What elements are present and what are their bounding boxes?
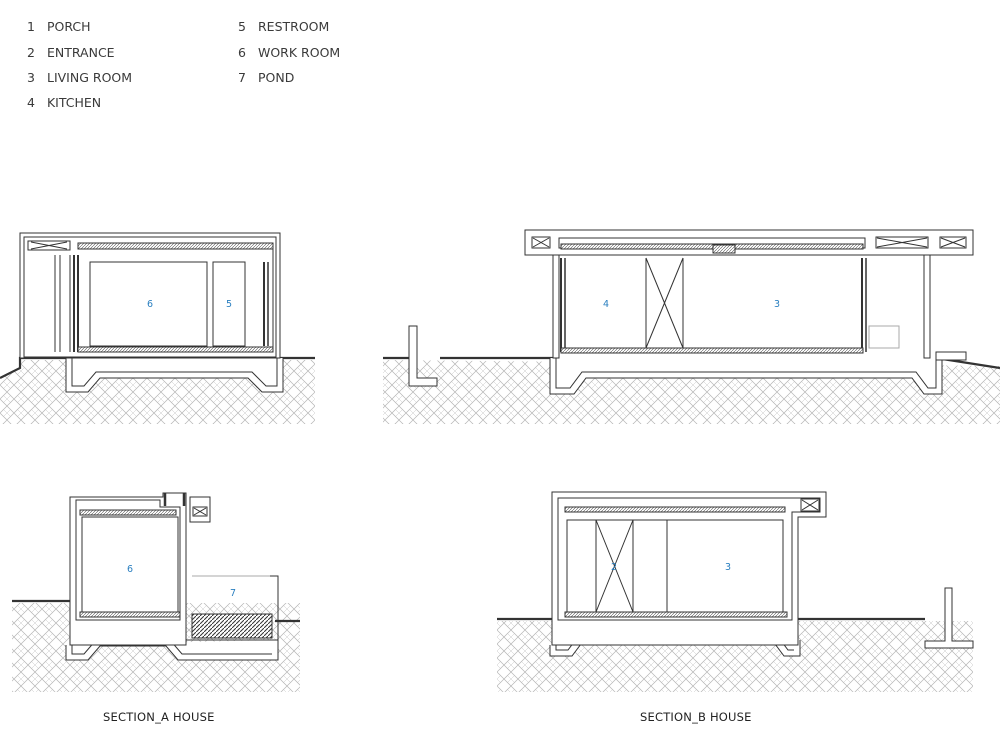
retaining-wall bbox=[408, 325, 438, 387]
pond-water bbox=[191, 613, 273, 639]
legend-label: ENTRANCE bbox=[46, 45, 115, 60]
legend-number: 4 bbox=[27, 95, 35, 110]
section-b-cross bbox=[497, 491, 974, 692]
floor-slab bbox=[79, 611, 181, 618]
floor-slab bbox=[77, 346, 274, 353]
roof-vent-cross bbox=[801, 499, 819, 511]
roof-insulation bbox=[564, 506, 786, 513]
stair-cross bbox=[645, 257, 684, 349]
caption-section-b: SECTION_B HOUSE bbox=[640, 710, 752, 724]
roof-insulation bbox=[560, 243, 864, 250]
roof-vent-cross bbox=[940, 237, 966, 248]
floor-slab bbox=[560, 347, 864, 354]
section-a-long bbox=[0, 232, 315, 424]
building-inner-shell bbox=[557, 497, 821, 621]
caption-section-a: SECTION_A HOUSE bbox=[103, 710, 215, 724]
legend-number: 5 bbox=[238, 19, 246, 34]
room-label-living-room: 3 bbox=[725, 562, 731, 573]
roof-vent bbox=[531, 236, 551, 249]
legend-item-7: 7 POND bbox=[238, 70, 294, 85]
roof-vent-cross bbox=[532, 237, 550, 248]
foundation bbox=[549, 358, 943, 395]
building-inner-shell bbox=[75, 499, 181, 621]
legend-label: KITCHEN bbox=[46, 95, 102, 110]
foundation-inner bbox=[555, 358, 937, 389]
room-rest-frame bbox=[212, 261, 246, 347]
building-shell bbox=[551, 491, 827, 646]
roof-vent-cross bbox=[193, 507, 207, 516]
room-label-restroom: 5 bbox=[226, 299, 232, 310]
legend-label: POND bbox=[257, 70, 295, 85]
porch-step bbox=[935, 351, 967, 361]
room-label-work-room: 6 bbox=[147, 299, 153, 310]
foundation-inner bbox=[71, 358, 278, 387]
roof-vent bbox=[27, 240, 71, 251]
roof-insulation bbox=[79, 509, 177, 516]
legend-number: 6 bbox=[238, 45, 246, 60]
roof-vent bbox=[939, 236, 967, 249]
legend-label: WORK ROOM bbox=[257, 45, 341, 60]
room-label-living-room: 3 bbox=[774, 299, 780, 310]
roof-vent-cross bbox=[876, 237, 928, 248]
building-shell bbox=[69, 492, 187, 646]
porch-bench bbox=[868, 325, 900, 349]
roof-vent bbox=[800, 498, 820, 512]
roof-slab bbox=[524, 229, 974, 256]
legend-label: PORCH bbox=[46, 19, 91, 34]
legend-item-2: 2 ENTRANCE bbox=[27, 45, 115, 60]
legend-item-5: 5 RESTROOM bbox=[238, 19, 329, 34]
roof-drain bbox=[712, 244, 736, 254]
legend-item-3: 3 LIVING ROOM bbox=[27, 70, 132, 85]
room-label-work-room: 6 bbox=[127, 564, 133, 575]
room-label-pond: 7 bbox=[230, 588, 236, 599]
pond-wall bbox=[186, 575, 279, 641]
ground-line bbox=[12, 599, 300, 623]
legend-number: 2 bbox=[27, 45, 35, 60]
legend-number: 1 bbox=[27, 19, 35, 34]
building-inner-shell bbox=[23, 236, 277, 358]
floor-slab bbox=[564, 611, 788, 618]
roof-insulation bbox=[77, 242, 274, 250]
column bbox=[923, 254, 931, 359]
foundation bbox=[65, 358, 284, 393]
room-label-entrance: 2 bbox=[611, 562, 617, 573]
room-label-kitchen: 4 bbox=[603, 299, 609, 310]
legend-label: RESTROOM bbox=[257, 19, 330, 34]
legend-label: LIVING ROOM bbox=[46, 70, 133, 85]
legend-number: 7 bbox=[238, 70, 246, 85]
legend-item-1: 1 PORCH bbox=[27, 19, 91, 34]
legend-item-4: 4 KITCHEN bbox=[27, 95, 101, 110]
column bbox=[552, 254, 560, 359]
section-a-cross bbox=[12, 492, 300, 692]
roof-vent-inner bbox=[192, 506, 208, 517]
building-shell bbox=[19, 232, 281, 359]
retaining-wall bbox=[924, 587, 974, 649]
stair-cross bbox=[595, 519, 634, 613]
section-b-long bbox=[383, 229, 1000, 424]
legend-item-6: 6 WORK ROOM bbox=[238, 45, 340, 60]
roof-vent-cross bbox=[30, 241, 68, 250]
legend-number: 3 bbox=[27, 70, 35, 85]
room-work-frame bbox=[89, 261, 208, 347]
roof-vent bbox=[875, 236, 929, 249]
